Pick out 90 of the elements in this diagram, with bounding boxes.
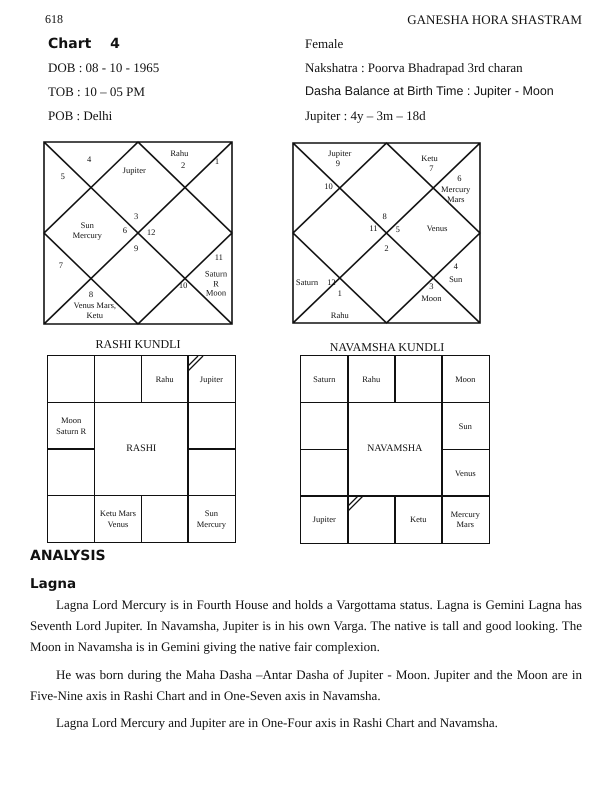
page-number: 618: [45, 12, 63, 27]
house-cell: [187, 448, 236, 496]
house-number: 6: [122, 226, 127, 236]
planet-label: Sun: [458, 420, 472, 431]
body-paragraph: He was born during the Maha Dasha –Antar Dasha of Jupiter - Moon. Jupiter and the Moon are in Five-Nine axis in Rashi Chart and in One-Seven axis in Navamsha.: [30, 666, 582, 705]
birth-detail: POB : Delhi: [48, 108, 112, 124]
house-number: 10: [324, 182, 333, 192]
house-number: 12: [146, 228, 156, 238]
planet-label: Ketu Mars Venus: [98, 508, 137, 529]
planet-label: Ketu: [421, 154, 438, 164]
house-cell: [140, 355, 189, 403]
birth-detail: DOB : 08 - 10 - 1965: [48, 60, 160, 76]
house-cell: [47, 402, 96, 450]
planet-label: Venus Mars, Ketu: [72, 301, 117, 322]
planet-label: Rahu: [330, 310, 349, 321]
house-number: 5: [396, 225, 400, 236]
house-cell: [47, 355, 96, 403]
running-header: GANESHA HORA SHASTRAM: [407, 12, 582, 28]
planet-label: Venus: [426, 224, 448, 234]
birth-detail: Nakshatra : Poorva Bhadrapad 3rd charan: [305, 60, 523, 76]
body-paragraph: Lagna Lord Mercury and Jupiter are in One-Four axis in Rashi Chart and Navamsha.: [55, 714, 499, 732]
house-number: 1: [338, 289, 342, 300]
house-cell: [300, 448, 348, 497]
chart-center-label: NAVAMSHA: [367, 443, 422, 456]
house-number: 9: [134, 244, 138, 254]
planet-label: Saturn: [313, 374, 336, 384]
planet-label: Venus: [454, 468, 476, 478]
house-cell: [47, 448, 96, 496]
chart-caption: RASHI KUNDLI: [96, 337, 180, 352]
chart-caption: NAVAMSHA KUNDLI: [330, 340, 444, 355]
body-paragraph: Lagna Lord Mercury is in Fourth House and holds a Vargottama status. Lagna is Gemini Lagna has Seventh Lord Jupiter. In Navamsha, Jupiter is in his own Varga. The native is tall and good looking. The Moon in Navamsha is in Gemini giving the native fair complexion.: [30, 596, 582, 656]
planet-label: Mercury Mars: [440, 185, 472, 205]
chart-center-label: RASHI: [126, 442, 156, 455]
house-cell: [441, 448, 490, 497]
planet-label: Rahu: [156, 374, 174, 384]
house-cell: [441, 355, 490, 404]
house-cell: [47, 494, 96, 542]
house-cell: [394, 495, 442, 544]
planet-label: Mercury Mars: [450, 509, 481, 530]
house-number: 9: [336, 158, 340, 169]
house-number: 5: [60, 172, 65, 182]
house-number: 2: [180, 160, 186, 171]
planet-label: Saturn: [296, 278, 318, 288]
planet-label: Moon: [455, 374, 476, 384]
planet-label: Sun Mercury: [196, 508, 227, 529]
house-cell: [187, 355, 236, 403]
house-number: 11: [214, 252, 223, 262]
house-cell: [140, 494, 189, 542]
planet-label: Saturn R Moon: [204, 269, 228, 299]
house-cell: [300, 402, 348, 450]
house-cell: [300, 355, 348, 404]
house-number: 1: [214, 157, 220, 167]
planet-label: Jupiter: [328, 148, 352, 159]
house-number: 2: [384, 244, 389, 254]
section-heading: ANALYSIS: [30, 548, 106, 564]
birth-detail: Jupiter : 4y – 3m – 18d: [305, 108, 426, 124]
house-cell: [347, 495, 396, 544]
planet-label: Sun Mercury: [72, 221, 103, 241]
house-cell: [394, 355, 442, 404]
house-number: 8: [88, 290, 94, 300]
house-number: 4: [86, 155, 92, 166]
house-number: 7: [58, 260, 64, 271]
house-number: 11: [369, 224, 378, 234]
planet-label: Jupiter: [122, 166, 146, 176]
birth-detail: TOB : 10 – 05 PM: [48, 84, 145, 100]
house-cell: [441, 402, 490, 450]
house-number: 6: [457, 174, 462, 184]
planet-label: Sun: [449, 274, 462, 285]
house-number: 7: [429, 164, 434, 174]
house-cell: [187, 494, 236, 542]
house-cell: [300, 495, 348, 544]
house-cell: [187, 402, 236, 450]
planet-label: Rahu: [170, 148, 188, 159]
birth-detail: Dasha Balance at Birth Time : Jupiter - Moon: [305, 84, 554, 98]
subsection-heading: Lagna: [30, 576, 76, 592]
chart-heading: Chart 4: [48, 36, 120, 52]
planet-label: Jupiter: [312, 514, 336, 524]
house-number: 3: [134, 212, 138, 222]
house-number: 3: [429, 282, 434, 292]
house-number: 8: [382, 212, 387, 222]
planet-label: Moon Saturn R: [55, 415, 88, 436]
planet-label: Ketu: [410, 514, 427, 524]
house-cell: [347, 355, 396, 404]
chart-center-box: [347, 402, 442, 497]
planet-label: Jupiter: [200, 374, 223, 384]
planet-label: Rahu: [362, 374, 380, 384]
birth-detail: Female: [305, 36, 344, 52]
planet-label: Moon: [421, 294, 442, 304]
house-number: 4: [454, 262, 458, 272]
house-cell: [441, 495, 490, 544]
